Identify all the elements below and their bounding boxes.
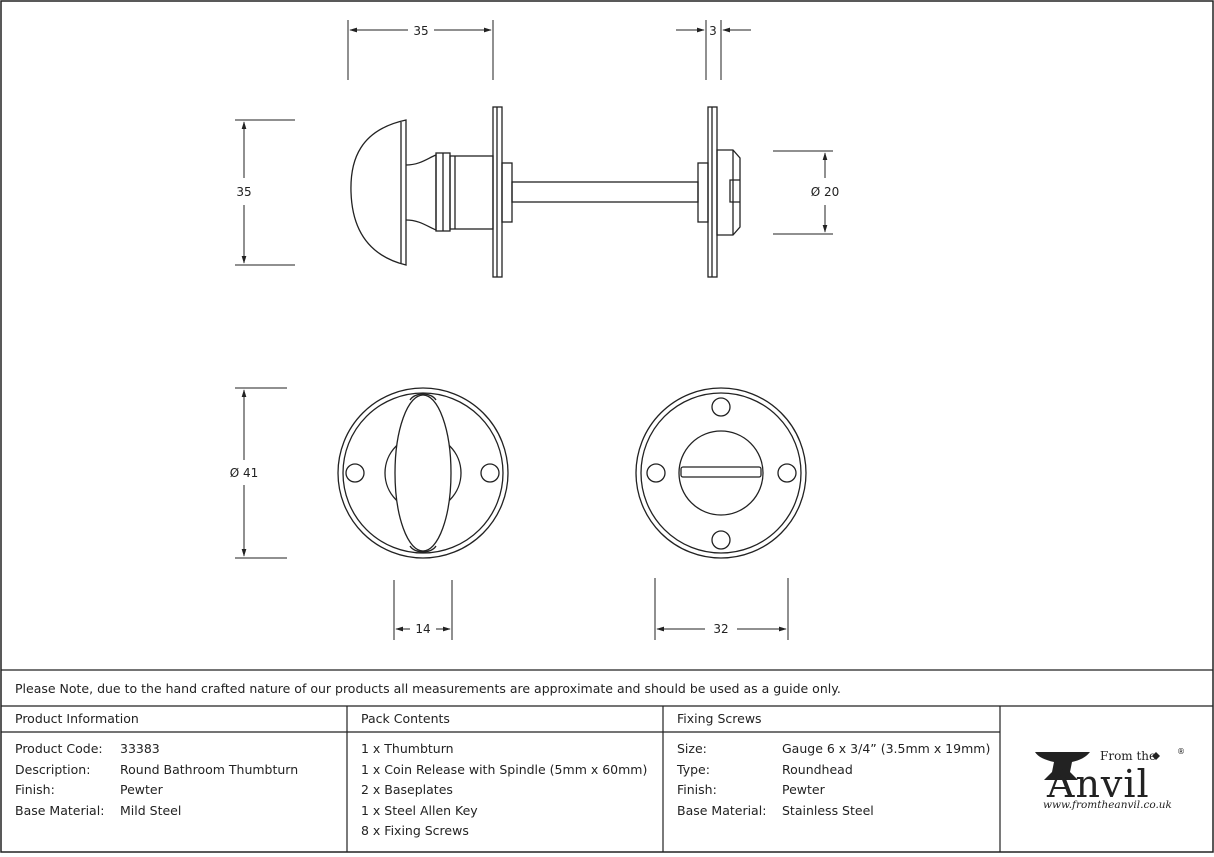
base-material-label: Base Material: bbox=[15, 803, 105, 818]
screw-finish-value: Pewter bbox=[782, 782, 825, 797]
dim-rose-diameter: Ø 41 bbox=[230, 466, 259, 480]
coin-slot bbox=[680, 466, 762, 478]
screw-size-value: Gauge 6 x 3/4” (3.5mm x 19mm) bbox=[782, 741, 991, 756]
rose-boss bbox=[449, 155, 494, 230]
finish-label: Finish: bbox=[15, 782, 55, 797]
description-value: Round Bathroom Thumbturn bbox=[120, 762, 299, 777]
screw-hole-right bbox=[480, 463, 500, 483]
product-code-value: 33383 bbox=[120, 741, 160, 756]
dim-knob-height: 35 bbox=[236, 185, 251, 199]
screw-size-label: Size: bbox=[677, 741, 707, 756]
pack-item: 1 x Thumbturn bbox=[361, 741, 454, 756]
screw-hole-left bbox=[345, 463, 365, 483]
side-view-dimensions bbox=[235, 20, 833, 266]
pack-item: 8 x Fixing Screws bbox=[361, 823, 469, 838]
spindle bbox=[511, 181, 699, 203]
knob-neck bbox=[405, 154, 437, 231]
finish-value: Pewter bbox=[120, 782, 163, 797]
coin-release-front-view bbox=[635, 387, 807, 559]
title-block-grid bbox=[1, 669, 1213, 852]
screw-material-label: Base Material: bbox=[677, 803, 767, 818]
description-label: Description: bbox=[15, 762, 91, 777]
screw-material-value: Stainless Steel bbox=[782, 803, 874, 818]
screw-finish-label: Finish: bbox=[677, 782, 717, 797]
pack-item: 1 x Steel Allen Key bbox=[361, 803, 478, 818]
front-view-dimensions bbox=[235, 387, 789, 640]
dim-knob-length: 35 bbox=[413, 24, 428, 38]
dim-plate-thickness: 3 bbox=[709, 24, 717, 38]
measurement-note: Please Note, due to the hand crafted nat… bbox=[15, 681, 841, 696]
thumbturn-lever bbox=[394, 394, 452, 552]
dim-turn-width: 14 bbox=[415, 622, 430, 636]
logo-from-the: From the bbox=[1100, 749, 1156, 763]
logo-url: www.fromtheanvil.co.uk bbox=[1043, 799, 1172, 811]
screw-type-value: Roundhead bbox=[782, 762, 853, 777]
product-info-heading: Product Information bbox=[15, 711, 139, 726]
pack-contents-heading: Pack Contents bbox=[361, 711, 450, 726]
product-code-label: Product Code: bbox=[15, 741, 103, 756]
anvil-logo: From the Anvil ® www.fromtheanvil.co.uk bbox=[1035, 747, 1185, 811]
side-view bbox=[350, 106, 741, 278]
knob-dome bbox=[350, 119, 407, 266]
logo-registered: ® bbox=[1177, 747, 1185, 756]
thumbturn-front-view bbox=[337, 387, 509, 559]
pack-item: 2 x Baseplates bbox=[361, 782, 453, 797]
fixing-screws-heading: Fixing Screws bbox=[677, 711, 762, 726]
dim-screw-centres: 32 bbox=[713, 622, 728, 636]
coin-release bbox=[716, 149, 741, 236]
dim-release-diameter: Ø 20 bbox=[811, 185, 840, 199]
logo-name: Anvil bbox=[1046, 762, 1150, 806]
screw-type-label: Type: bbox=[677, 762, 710, 777]
anvil-icon bbox=[1035, 752, 1090, 780]
base-material-value: Mild Steel bbox=[120, 803, 182, 818]
pack-item: 1 x Coin Release with Spindle (5mm x 60m… bbox=[361, 762, 648, 777]
